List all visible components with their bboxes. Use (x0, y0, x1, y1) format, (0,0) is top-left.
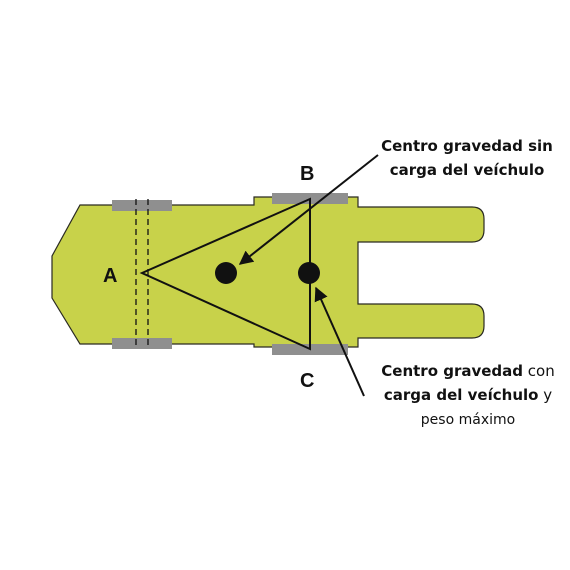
callout-no-load-line2: carga del veíchulo (389, 161, 545, 179)
front-axle-pad-bottom (112, 338, 172, 349)
callout-with-load-line3: peso máximo (420, 412, 516, 428)
arrow-to-cog-with-load (314, 286, 365, 397)
callout-with-load-line1-rest: con (523, 362, 555, 380)
front-axle-pad-top (112, 200, 172, 211)
arrow-to-cog-no-load (238, 154, 379, 265)
point-label-c: C (300, 370, 314, 392)
chassis-body (51, 196, 485, 348)
cog-with-load-icon (298, 262, 320, 284)
cog-no-load-icon (215, 262, 237, 284)
callout-with-load-line2-bold: carga del veíchulo (383, 386, 539, 404)
point-label-a: A (103, 265, 117, 287)
callout-no-load-line1: Centro gravedad sin (381, 137, 553, 155)
point-label-b: B (300, 163, 314, 185)
callout-with-load-line1-bold: Centro gravedad (381, 362, 524, 380)
callout-cog-with-load: Centro gravedad con carga del veíchulo y… (372, 359, 564, 432)
callout-cog-no-load: Centro gravedad sin carga del veíchulo (372, 134, 562, 182)
callout-with-load-line2-rest: y (538, 386, 553, 404)
